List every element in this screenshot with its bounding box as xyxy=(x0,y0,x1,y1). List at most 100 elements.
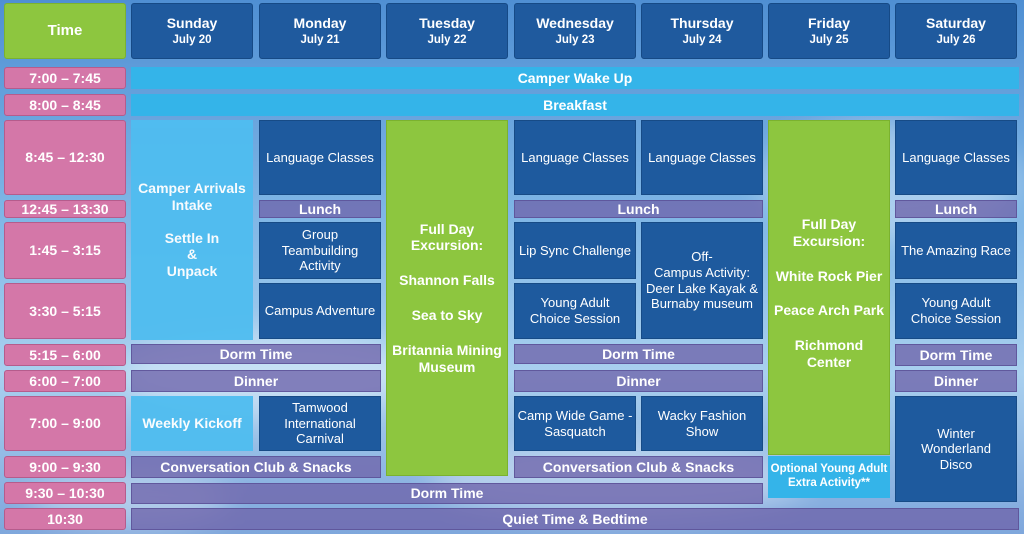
event-dorm-time: Dorm Time xyxy=(895,344,1017,366)
event-conversation-club: Conversation Club & Snacks xyxy=(514,456,763,478)
event-line: White Rock Pier xyxy=(775,267,883,284)
event-line: Excursion: xyxy=(410,237,484,254)
event-camp-wide-game: Camp Wide Game - Sasquatch xyxy=(514,396,636,451)
time-header: Time xyxy=(4,3,126,59)
day-name: Tuesday xyxy=(419,14,475,31)
event-line: Full Day xyxy=(419,220,475,237)
day-date: July 23 xyxy=(555,33,595,46)
time-slot: 6:00 – 7:00 xyxy=(4,370,126,392)
day-header-sunday: Sunday July 20 xyxy=(131,3,253,59)
event-lunch: Lunch xyxy=(895,200,1017,218)
event-lunch: Lunch xyxy=(259,200,381,218)
time-slot: 3:30 – 5:15 xyxy=(4,283,126,339)
event-line: Winter xyxy=(937,425,975,441)
day-name: Monday xyxy=(293,14,347,31)
event-line: Disco xyxy=(939,456,973,472)
day-date: July 26 xyxy=(936,33,976,46)
event-line: Show xyxy=(685,423,719,439)
time-slot: 9:30 – 10:30 xyxy=(4,482,126,504)
event-line: Campus Activity: xyxy=(653,264,751,280)
event-language-classes: Language Classes xyxy=(259,120,381,195)
event-optional-young-adult: Optional Young Adult Extra Activity** xyxy=(768,456,890,498)
event-line: International xyxy=(284,415,356,431)
event-line: Group xyxy=(301,227,339,243)
event-conversation-club: Conversation Club & Snacks xyxy=(131,456,381,478)
day-header-tuesday: Tuesday July 22 xyxy=(386,3,508,59)
event-line: Unpack xyxy=(166,263,218,280)
day-name: Wednesday xyxy=(536,14,614,31)
event-line: Burnaby museum xyxy=(651,296,753,312)
time-slot: 7:00 – 9:00 xyxy=(4,396,126,451)
event-breakfast: Breakfast xyxy=(131,94,1019,116)
event-line: Teambuilding xyxy=(281,242,359,258)
event-winter-wonderland-disco: Winter Wonderland Disco xyxy=(895,396,1017,502)
time-slot: 8:00 – 8:45 xyxy=(4,94,126,116)
event-line: Choice Session xyxy=(910,311,1002,326)
event-line: Optional Young Adult xyxy=(770,463,888,476)
event-language-classes: Language Classes xyxy=(895,120,1017,195)
day-name: Sunday xyxy=(166,14,218,31)
event-camper-wake-up: Camper Wake Up xyxy=(131,67,1019,89)
day-name: Friday xyxy=(807,14,850,31)
event-tuesday-excursion: Full Day Excursion: Shannon Falls Sea to… xyxy=(386,120,508,476)
day-date: July 25 xyxy=(809,33,849,46)
time-slot: 12:45 – 13:30 xyxy=(4,200,126,218)
day-date: July 20 xyxy=(172,33,212,46)
event-line: Settle In xyxy=(164,229,220,246)
day-date: July 21 xyxy=(300,33,340,46)
event-line: Wacky Fashion xyxy=(657,407,747,423)
event-line: Intake xyxy=(171,196,213,213)
event-line: Peace Arch Park xyxy=(774,302,884,319)
event-weekly-kickoff: Weekly Kickoff xyxy=(131,396,253,451)
event-camper-arrivals: Camper Arrivals Intake Settle In & Unpac… xyxy=(131,120,253,340)
time-slot: 10:30 xyxy=(4,508,126,530)
time-slot: 1:45 – 3:15 xyxy=(4,222,126,279)
event-line: Carnival xyxy=(296,431,344,447)
event-dinner: Dinner xyxy=(131,370,381,392)
event-line: Museum xyxy=(418,358,476,375)
event-line: Deer Lake Kayak & xyxy=(645,280,758,296)
event-line: Sea to Sky xyxy=(411,307,483,323)
day-name: Thursday xyxy=(670,14,734,31)
event-line: Camper Arrivals xyxy=(138,180,246,196)
event-language-classes: Language Classes xyxy=(641,120,763,195)
event-dinner: Dinner xyxy=(895,370,1017,392)
event-line: Full Day xyxy=(801,216,857,232)
time-slot: 8:45 – 12:30 xyxy=(4,120,126,195)
event-young-adult-choice: Young Adult Choice Session xyxy=(895,283,1017,339)
day-header-wednesday: Wednesday July 23 xyxy=(514,3,636,59)
event-group-teambuilding: Group Teambuilding Activity xyxy=(259,222,381,279)
event-line: Young Adult xyxy=(921,295,991,311)
event-line: Extra Activity** xyxy=(787,477,871,489)
event-language-classes: Language Classes xyxy=(514,120,636,195)
event-line: Excursion: xyxy=(792,232,866,249)
event-friday-excursion: Full Day Excursion: White Rock Pier Peac… xyxy=(768,120,890,455)
event-quiet-time-bedtime: Quiet Time & Bedtime xyxy=(131,508,1019,530)
day-header-saturday: Saturday July 26 xyxy=(895,3,1017,59)
day-header-friday: Friday July 25 xyxy=(768,3,890,59)
event-line: Activity xyxy=(299,258,341,274)
event-dorm-time: Dorm Time xyxy=(131,483,763,504)
event-tamwood-carnival: Tamwood International Carnival xyxy=(259,396,381,451)
time-slot: 7:00 – 7:45 xyxy=(4,67,126,89)
event-line: & xyxy=(186,246,198,263)
event-line: Young Adult xyxy=(540,295,610,311)
event-young-adult-choice: Young Adult Choice Session xyxy=(514,283,636,339)
event-lip-sync-challenge: Lip Sync Challenge xyxy=(514,222,636,279)
event-line: Britannia Mining xyxy=(392,341,502,358)
day-header-monday: Monday July 21 xyxy=(259,3,381,59)
event-line: Richmond Center xyxy=(794,337,864,370)
time-slot: 9:00 – 9:30 xyxy=(4,456,126,478)
time-slot: 5:15 – 6:00 xyxy=(4,344,126,366)
event-line: Sasquatch xyxy=(544,423,606,439)
event-lunch: Lunch xyxy=(514,200,763,218)
event-amazing-race: The Amazing Race xyxy=(895,222,1017,279)
event-line: Camp Wide Game - xyxy=(517,407,633,423)
event-campus-adventure: Campus Adventure xyxy=(259,283,381,339)
event-line: Off- xyxy=(691,249,713,265)
day-date: July 24 xyxy=(682,33,722,46)
event-dorm-time: Dorm Time xyxy=(131,344,381,364)
event-line: Tamwood xyxy=(292,400,348,416)
event-line: Wonderland xyxy=(921,441,991,457)
event-dinner: Dinner xyxy=(514,370,763,392)
